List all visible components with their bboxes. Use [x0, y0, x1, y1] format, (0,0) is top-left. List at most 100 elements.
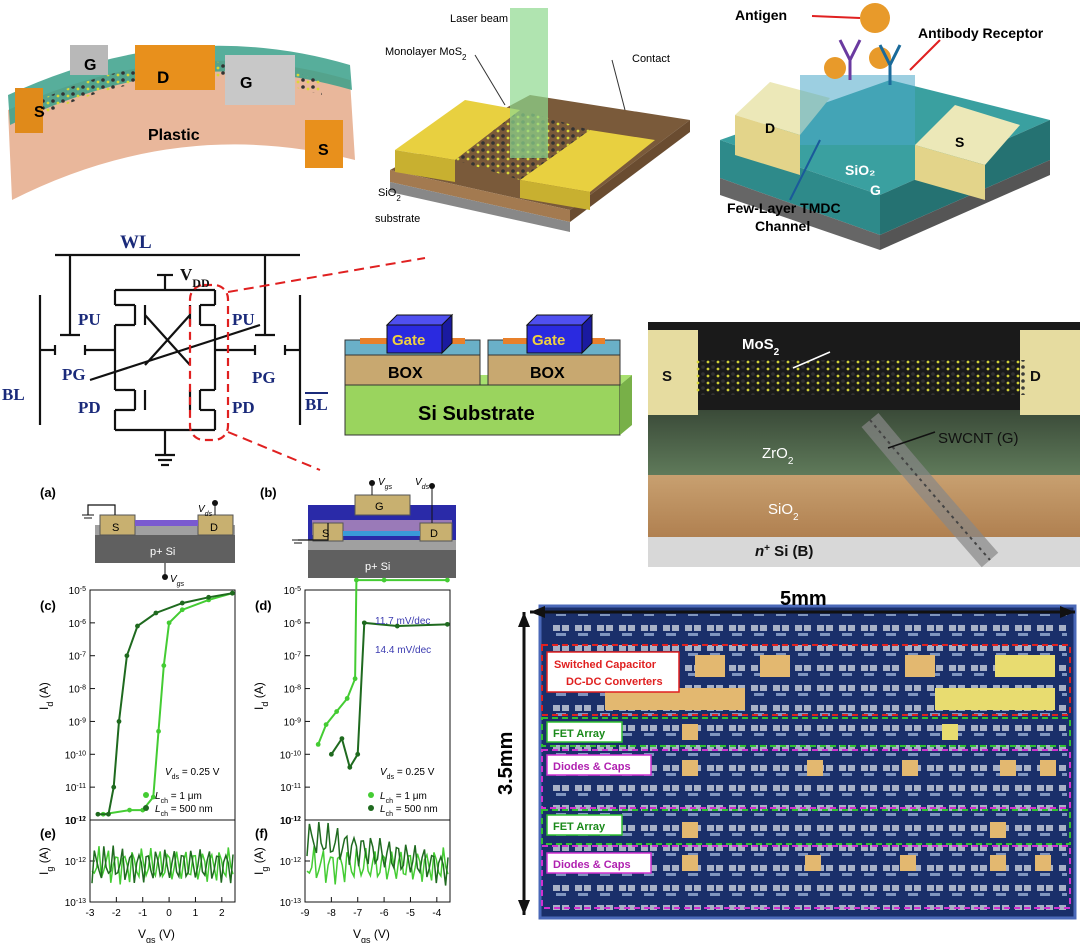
laser-device-panel — [390, 8, 690, 232]
x-tick-label: -5 — [406, 908, 415, 919]
y-tick-label: 10-6 — [284, 618, 301, 630]
data-point — [150, 794, 156, 800]
chip-pad — [942, 724, 958, 740]
data-point — [394, 623, 400, 629]
x-tick-label: 1 — [193, 908, 199, 919]
y-tick-label: 10-10 — [65, 750, 86, 762]
data-point — [328, 751, 334, 757]
pd-left-label: PD — [78, 398, 101, 417]
pu-right-label: PU — [232, 310, 255, 329]
leakage-trace — [91, 845, 234, 884]
e-ylabel: Ig (A) — [37, 847, 55, 875]
panel-d-label: (d) — [255, 598, 272, 613]
panel-c-label: (c) — [40, 598, 56, 613]
y-tick-label: 10-7 — [69, 651, 86, 663]
chip-pad — [805, 855, 821, 871]
data-point — [116, 719, 122, 724]
zoom-line-bottom — [227, 431, 321, 471]
series-line — [317, 579, 448, 745]
bio-s-label: S — [955, 134, 964, 150]
chip-pad — [900, 855, 916, 871]
data-point — [344, 696, 350, 701]
x-tick-label: -3 — [86, 908, 95, 919]
highlight-box — [188, 283, 230, 442]
series-line — [97, 592, 233, 816]
c-legend-marker-2 — [143, 805, 149, 811]
block-label-3: Diodes & Caps — [553, 761, 631, 773]
chip-pad — [682, 724, 698, 740]
d-ylabel: Id (A) — [252, 682, 270, 710]
zro2-label: ZrO2 — [762, 445, 794, 467]
bl-label: BL — [2, 385, 25, 404]
laser-label: Laser beam — [450, 13, 508, 25]
b-g-label: G — [375, 501, 384, 513]
antigen-label: Antigen — [735, 7, 787, 23]
y-tick-label: 10-13 — [280, 898, 301, 910]
gate-label-2: Gate — [532, 332, 565, 349]
y-tick-label: 10-12 — [65, 816, 86, 828]
drain-contact — [135, 45, 215, 90]
flex-d-label: D — [157, 68, 169, 87]
data-point — [127, 807, 132, 813]
biosensor-panel — [720, 3, 1050, 250]
flex-g1-label: G — [84, 57, 96, 74]
flexible-device-panel — [8, 45, 355, 201]
data-point — [206, 594, 212, 600]
block-label-2: FET Array — [553, 728, 606, 740]
y-tick-label: 10-11 — [280, 783, 301, 795]
a-vds-label: Vds — [198, 504, 213, 518]
c-legend-2: Lch = 500 nm — [155, 804, 213, 818]
data-point — [229, 590, 235, 596]
chip-pad — [605, 688, 745, 710]
b-s-label: S — [322, 528, 329, 540]
swcnt-panel — [648, 322, 1080, 568]
zoom-line-top — [227, 257, 426, 293]
laser-beam — [510, 8, 548, 158]
laser-substrate-label: substrate — [375, 213, 420, 225]
d-vds-label: Vds = 0.25 V — [380, 767, 435, 781]
sram-schematic — [38, 253, 302, 467]
c-vds-label: Vds = 0.25 V — [165, 767, 220, 781]
flex-s1-label: S — [34, 104, 45, 121]
block-switched-cap — [541, 644, 1071, 716]
block-fet-2 — [541, 809, 1071, 845]
block-diodes-1 — [541, 749, 1071, 809]
bio-source — [915, 105, 1020, 165]
data-point — [347, 764, 353, 770]
data-point — [153, 610, 159, 616]
y-tick-label: 10-13 — [65, 898, 86, 910]
blb-label: BL — [305, 395, 328, 414]
block-label-1: DC-DC Converters — [566, 676, 663, 688]
nsi-label: n+ Si (B) — [755, 543, 813, 561]
f-xlabel: Vgs (V) — [353, 927, 390, 943]
data-point — [334, 709, 340, 714]
y-tick-label: 10-12 — [280, 816, 301, 828]
panel-a-label: (a) — [40, 485, 56, 500]
chip-pad — [990, 822, 1006, 838]
source-contact-right — [305, 120, 343, 168]
x-tick-label: 2 — [219, 908, 225, 919]
flex-substrate-label: Plastic — [148, 127, 200, 144]
leakage-trace — [306, 821, 449, 886]
swcnt-d-label: D — [1030, 368, 1041, 385]
block-label-0: Switched Capacitor — [554, 659, 657, 671]
box-label-2: BOX — [530, 365, 565, 382]
block-diodes-2 — [541, 845, 1071, 909]
pg-left-label: PG — [62, 365, 86, 384]
y-tick-label: 10-11 — [65, 783, 86, 795]
chip-pad — [682, 855, 698, 871]
data-point — [339, 736, 345, 742]
data-point — [95, 811, 101, 817]
x-tick-label: -7 — [353, 908, 362, 919]
data-point — [135, 623, 140, 629]
y-tick-label: 10-9 — [69, 717, 86, 729]
panel-e-label: (e) — [40, 826, 56, 841]
box-label-1: BOX — [388, 365, 423, 382]
c-legend-1: Lch = 1 μm — [155, 791, 202, 805]
data-point — [156, 728, 161, 734]
b-d-label: D — [430, 528, 438, 540]
b-vds-label: Vds — [415, 477, 430, 491]
chip-pad — [1000, 760, 1016, 776]
x-tick-label: -1 — [138, 908, 147, 919]
